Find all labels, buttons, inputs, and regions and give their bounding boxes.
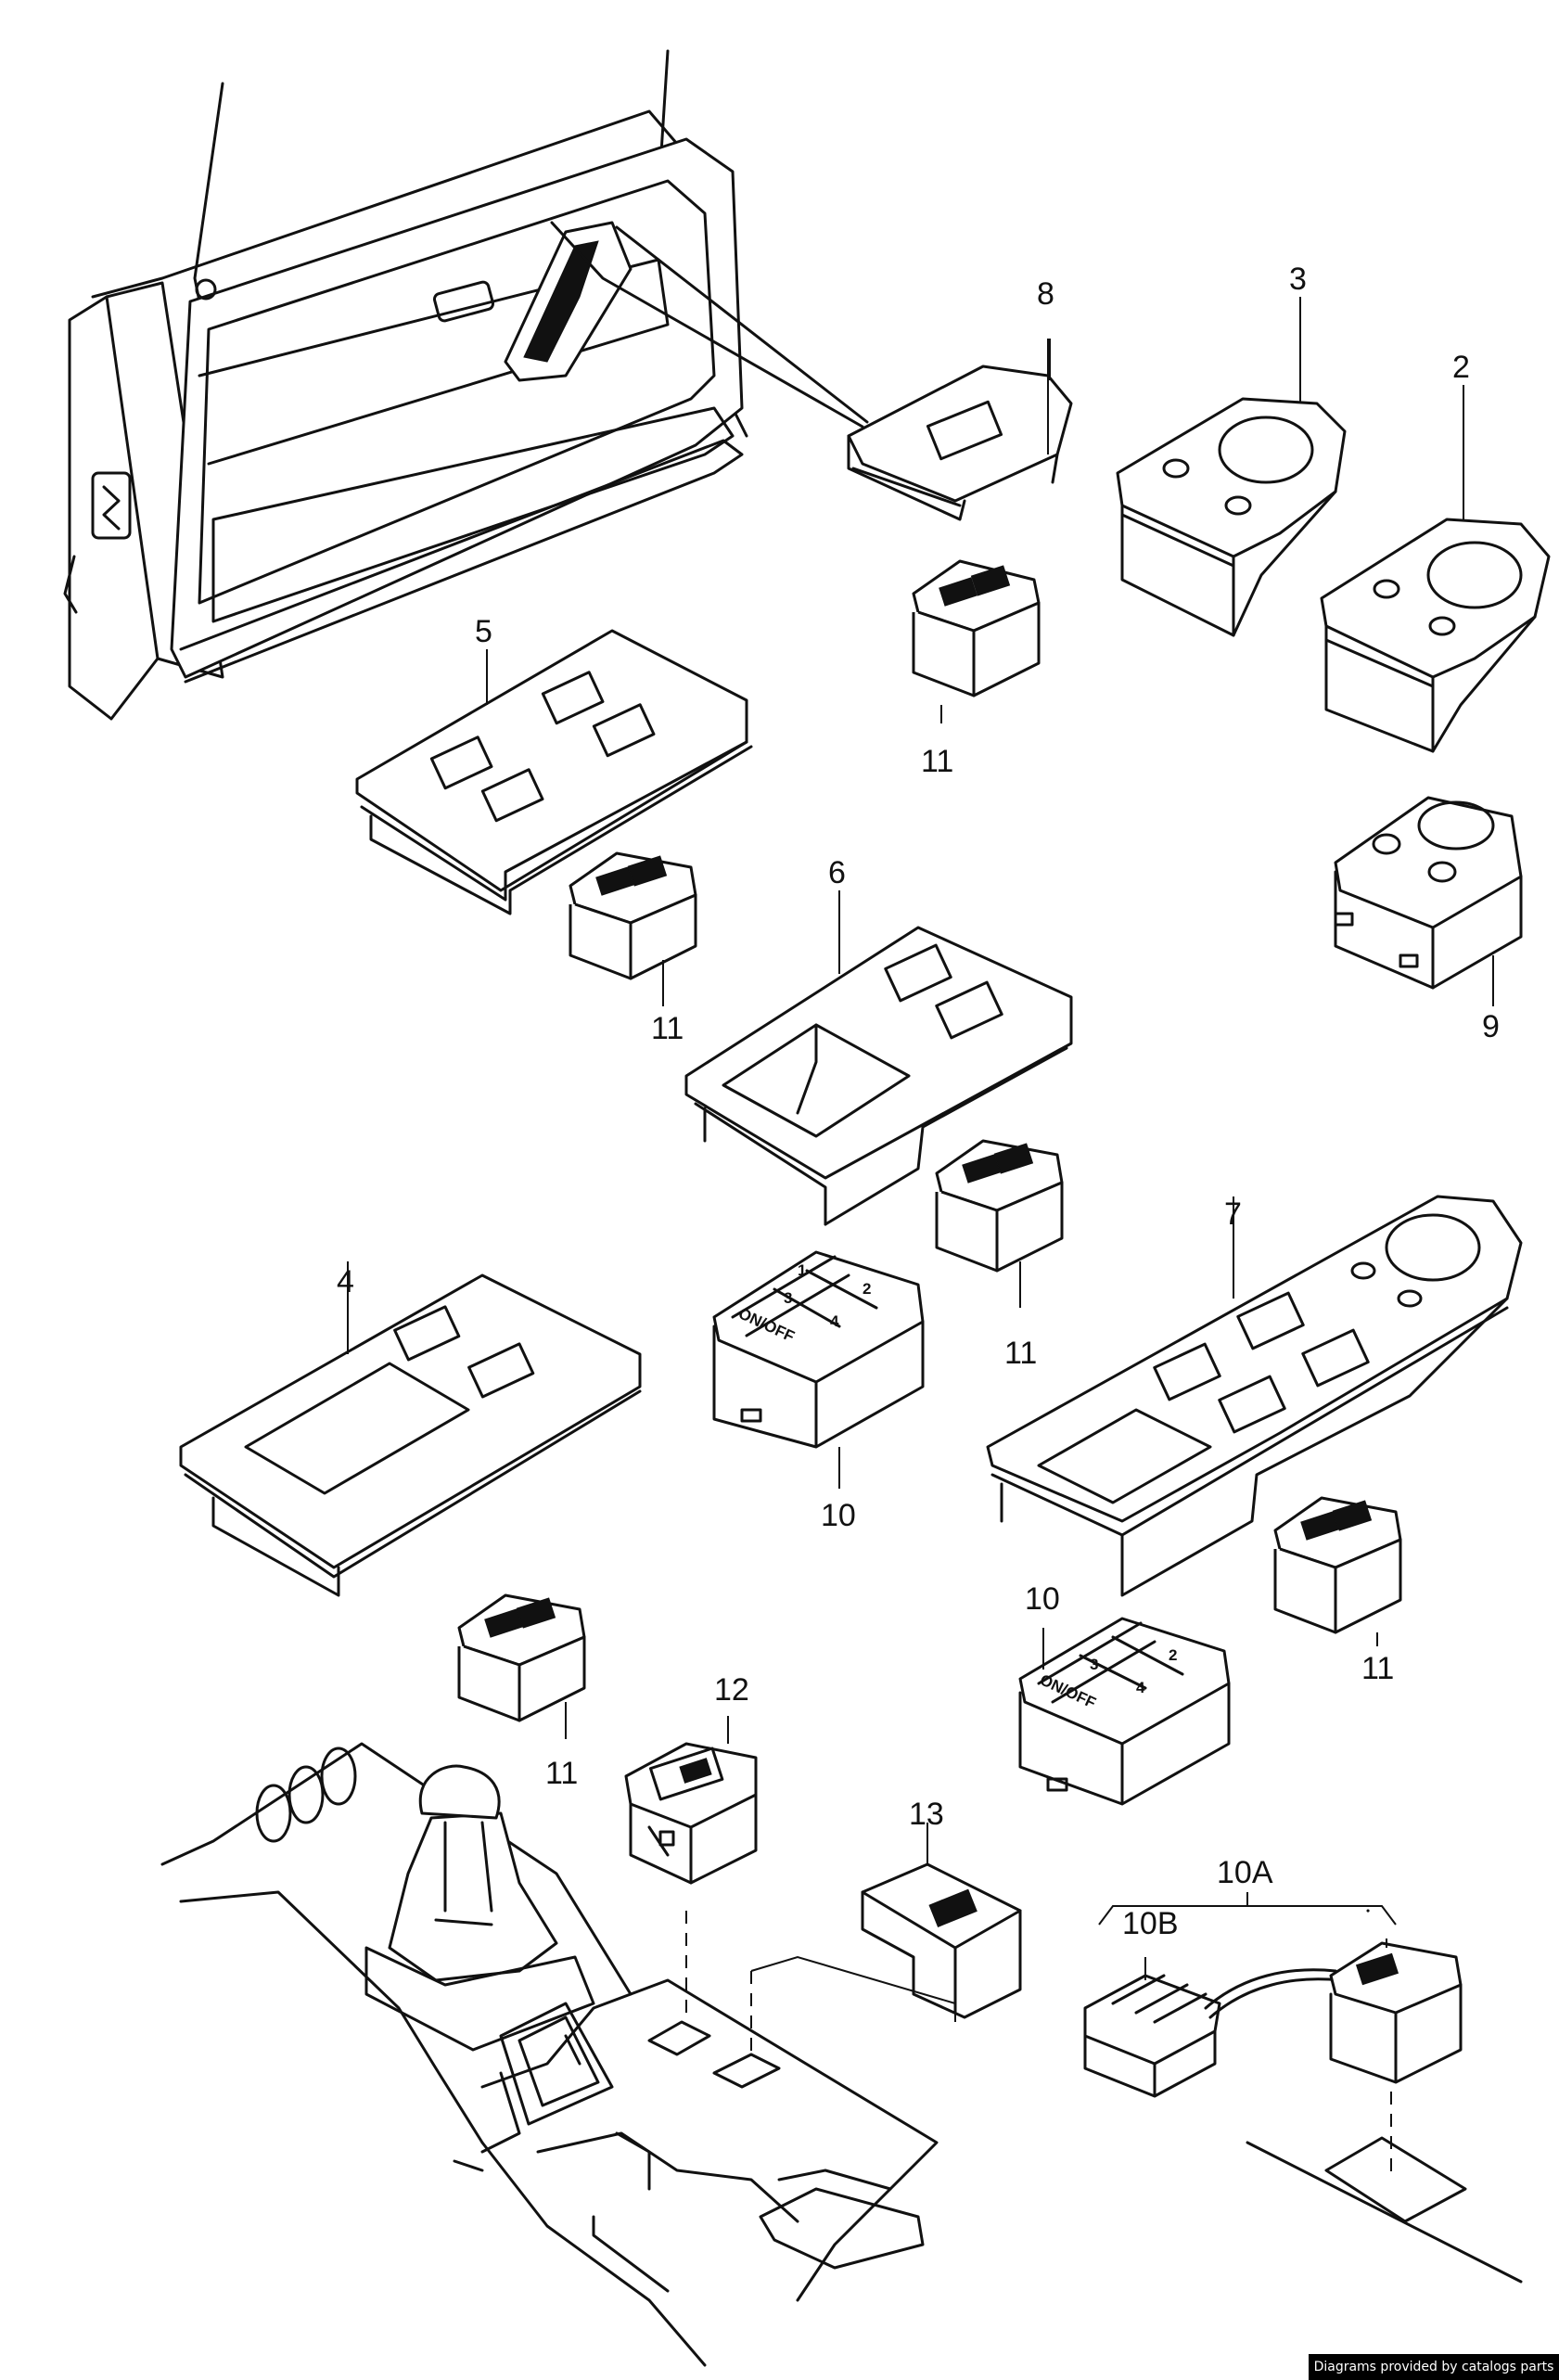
callout-3: 3 <box>1289 262 1307 297</box>
part-4-large-bezel <box>179 1261 642 1597</box>
part-11-switch-b <box>569 851 697 1006</box>
part-7-driver-door-bezel <box>986 1195 1523 1597</box>
callout-10b: 10B <box>1122 1906 1179 1941</box>
legend-seat-3-b: 3 <box>1090 1656 1098 1673</box>
part-2-trim-with-opening <box>1320 385 1551 753</box>
legend-seat-3: 3 <box>784 1289 792 1307</box>
callout-6: 6 <box>828 855 846 890</box>
callout-10-b: 10 <box>1025 1581 1060 1617</box>
part-12-switch-housing <box>624 1716 758 1885</box>
part-10-seat-heat-switch-a: 1 2 3 4 ON/OFF <box>712 1250 925 1489</box>
legend-seat-1: 1 <box>798 1261 806 1279</box>
callout-11-a: 11 <box>921 744 953 779</box>
center-console-illustration <box>160 1742 956 2367</box>
part-6-console-bezel <box>684 890 1073 1226</box>
callout-11-d: 11 <box>1361 1651 1394 1686</box>
callout-10-a: 10 <box>821 1498 856 1533</box>
callout-11-e: 11 <box>545 1756 578 1791</box>
part-11-switch-a <box>912 559 1041 723</box>
credit-badge: Diagrams provided by catalogs parts <box>1309 2354 1559 2380</box>
legend-seat-4: 4 <box>830 1312 839 1330</box>
callout-13: 13 <box>909 1797 944 1832</box>
callout-2: 2 <box>1452 350 1470 385</box>
callout-9: 9 <box>1482 1009 1500 1044</box>
part-11-switch-e <box>457 1593 586 1739</box>
callout-7: 7 <box>1224 1196 1242 1232</box>
callout-4: 4 <box>337 1264 354 1299</box>
part-11-switch-d <box>1273 1496 1402 1646</box>
part-10a-harness-assembly <box>1083 1892 1523 2284</box>
callout-11-b: 11 <box>651 1011 684 1046</box>
legend-seat-2: 2 <box>863 1280 871 1298</box>
part-5-four-button-bezel <box>355 629 753 915</box>
part-8-trim-bezel <box>847 339 1073 521</box>
callout-5: 5 <box>475 614 492 649</box>
legend-seat-4-b: 4 <box>1136 1679 1145 1696</box>
part-9-mirror-switch <box>1334 796 1523 1006</box>
part-10-seat-heat-switch-b: 2 3 4 ON/OFF <box>1018 1617 1231 1806</box>
part-13-switch <box>861 1823 1022 2019</box>
callout-10a: 10A <box>1217 1855 1273 1890</box>
callout-12: 12 <box>714 1672 749 1708</box>
door-panel-illustration <box>63 49 869 721</box>
part-3-trim-with-opening <box>1116 297 1347 637</box>
callout-11-c: 11 <box>1004 1336 1037 1371</box>
legend-seat-2-b: 2 <box>1169 1646 1177 1664</box>
part-11-switch-c <box>935 1139 1064 1308</box>
callout-8: 8 <box>1037 276 1054 312</box>
callout-labels: 8 3 2 5 11 9 11 6 7 4 11 10 10 11 11 1 2 … <box>337 262 1500 1941</box>
